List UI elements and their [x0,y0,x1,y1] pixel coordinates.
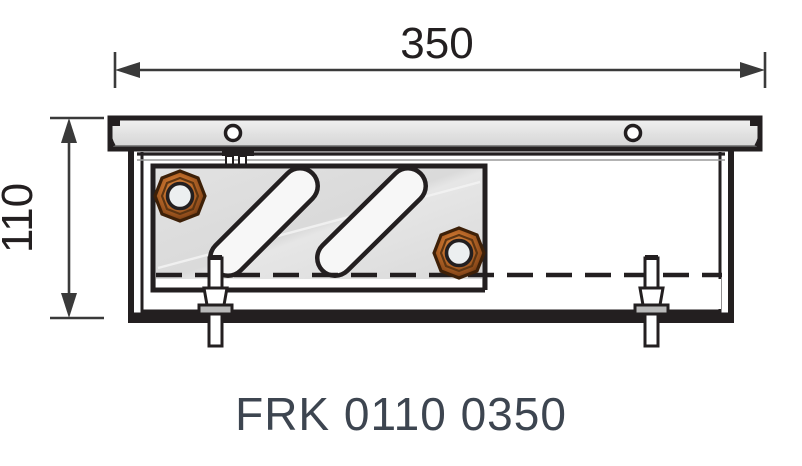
width-dimension-label: 350 [400,19,473,68]
tray-inner-wall [140,152,722,313]
cover-hole-right-icon [623,123,643,143]
foot-right-upper-stem [643,256,660,290]
foot-left-upper-stem [207,256,224,290]
copper-fitting-return [432,226,486,280]
tube-right-fill [319,170,424,274]
arrow-up-icon [61,118,77,143]
foot-left-cap [209,255,222,260]
exchanger-tubes-group [208,166,428,278]
assembly-group [107,115,763,348]
arrow-right-icon [740,62,765,78]
cover-hole-left-icon [223,123,243,143]
height-dimension-label: 110 [0,183,42,253]
cover-hook-left [107,123,116,147]
arrow-down-icon [61,293,77,318]
return-nut-inner-facet [439,233,479,273]
leveling-foot-left [197,255,234,348]
tray-lower-zone [485,279,721,309]
cover-hook-right [754,123,763,147]
tray-outer-wall [128,150,734,323]
foot-right-lower-rod [643,312,660,348]
leveling-foot-right [633,255,670,348]
tube-left-fill [212,170,316,274]
copper-fitting-supply [153,169,207,223]
cover-end-cap-left [110,118,120,126]
drawing-caption: FRK 0110 0350 [235,388,567,440]
foot-right-cap [645,255,658,260]
cover-end-cap-right [750,118,760,126]
foot-left-collar [202,286,229,307]
arrow-left-icon [115,62,140,78]
width-dimension-group: 350 [113,19,767,88]
return-bore-icon [444,238,474,268]
top-cover-grille [107,115,763,152]
bracket-body [222,147,254,156]
foot-left-lower-rod [207,312,224,348]
supply-nut-inner-facet [160,176,200,216]
foot-right-collar [638,286,665,307]
height-dimension-group: 110 [0,116,104,320]
supply-bore-icon [165,181,195,211]
